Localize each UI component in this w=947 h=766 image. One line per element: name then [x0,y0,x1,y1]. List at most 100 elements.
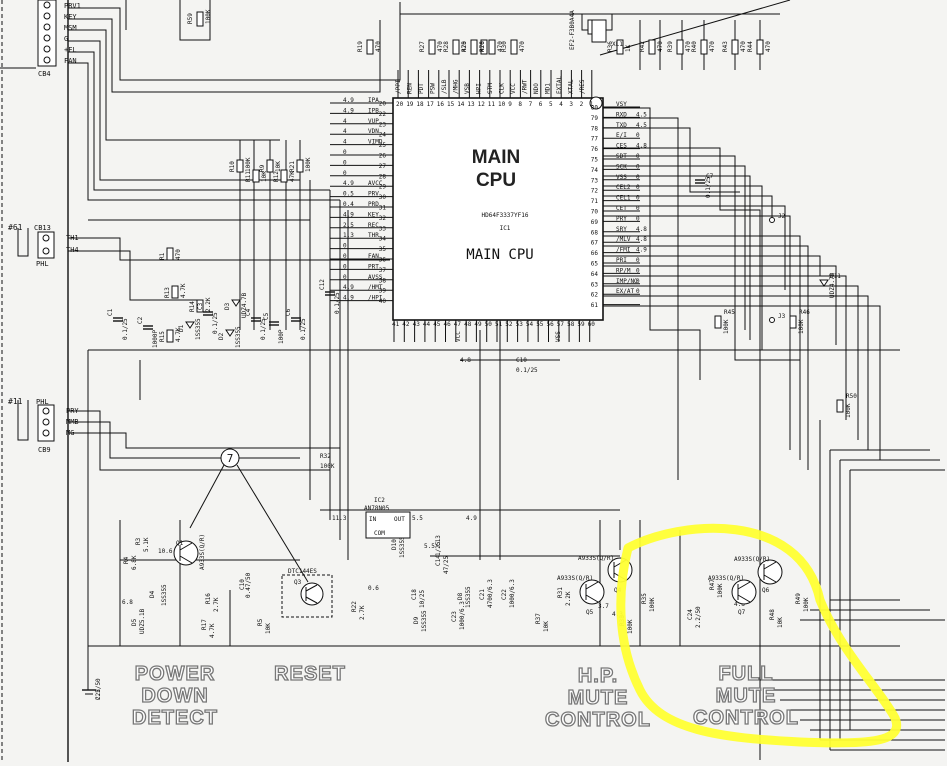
ic-left-pin-number: 27 [379,163,387,170]
capacitor-value: 0.1/25 [300,318,307,340]
q3-ref: Q3 [294,579,302,586]
cb13-ref: CB13 [34,224,51,232]
ic-left-pin-voltage: 4.9 [343,295,354,302]
diode-ref: D1 [178,324,185,332]
ic-top-pin-name: /RES [579,79,586,94]
component-label: C18 [411,589,418,600]
cb9-side: PHL [36,398,49,406]
ic-right-pin-number: 62 [591,292,599,299]
component-label: 4.7K [209,623,216,638]
diode-symbol [225,329,235,337]
ic-bottom-pin-number: 51 [495,321,503,328]
part-ref: R50 [846,393,857,400]
ic-left-pin-number: 33 [379,225,387,232]
capacitor-ref: C5 [263,312,270,320]
ic-right-pin-name: E/I [616,132,627,139]
node-voltage: 4.8 [734,601,745,608]
ic-right-pin-name: CEL1 [616,195,631,202]
part-ref: C7 [706,173,714,180]
resistor-ref: R40 [691,41,698,52]
part-ref: R45 [724,309,735,316]
component-label: R47 [709,579,716,590]
diode-ref: D2 [218,332,225,340]
ic-right-pin-number: 77 [591,136,599,143]
node-voltage: 0.6 [368,585,379,592]
transistor-q1: Q1 A933S(Q/R) [173,534,206,570]
ic-right-pin-number: 68 [591,229,599,236]
ic-top-pin-number: 9 [508,101,512,108]
ic-left-pin-voltage: 4 [343,128,347,135]
component-label: R31 [557,587,564,598]
resistor-ref: R11 [245,171,252,182]
ic-left-pin-voltage: 4.9 [343,97,354,104]
main-cpu-ic [392,97,604,321]
part-value: 100K [723,319,730,334]
ic-left-pin-voltage: 2.5 [343,222,354,229]
component-label: 1SS355 [421,610,428,632]
ic-left-pin-number: 32 [379,215,387,222]
ic-right-pin-number: 70 [591,209,599,216]
component-label: 1000/6.3 [459,601,466,630]
ic-left-pin-number: 22 [379,111,387,118]
diode-symbol [231,299,241,307]
ic-right-pin-name: EX/AT [616,288,634,295]
ic-top-pin-number: 19 [406,101,414,108]
ic-bottom-pin-number: 41 [392,321,400,328]
ic-top-pin-number: 8 [518,101,522,108]
component-label: R5 [257,618,264,626]
ic-left-pin-voltage: 0.5 [343,191,354,198]
ic-right-pin-name: SCK [616,163,627,170]
cb4-pin-4: G [64,35,68,43]
resistor-body [252,169,260,183]
ic2-pin-in: IN [369,516,377,523]
ic-left-pin-voltage: 0.4 [343,201,354,208]
ic-top-pin-name: CLK [499,83,506,94]
ic-bottom-pin-number: 47 [454,321,462,328]
ic-top-pin-number: 18 [416,101,424,108]
ic-right-pin-number: 80 [591,105,599,112]
ic-bottom-pin-number: 55 [536,321,544,328]
transistor-q3: DTC144ES Q3 [281,568,333,618]
q7-ref: Q7 [738,609,746,616]
ic-left-pin-voltage: 4.9 [343,211,354,218]
section-power-down: POWER DOWN DETECT [131,662,217,729]
ic2-pin-com: COM [374,530,385,537]
component-label: 100K [649,597,656,612]
component-label: 2.2K [565,591,572,606]
component-label: 1/25 [435,541,442,556]
ic-left-pin-number: 24 [379,132,387,139]
ic-top-pin-name: /RWT [522,79,529,94]
ic-left-pin-voltage: 1.3 [343,232,354,239]
resistor-ref: R43 [722,41,729,52]
part-voltage: 4.8 [460,357,471,364]
ic-left-pin-name: THR [368,232,379,239]
cb9-number: #11 [8,397,23,406]
resistor-ref: R19 [357,41,364,52]
ic-right-pin-name: /MLV [616,236,631,243]
resistor-ref: R15 [159,331,166,342]
node-voltage: 5.5 [412,515,423,522]
diode-value: 1SS355 [195,318,202,340]
cb4-ref: CB4 [38,70,51,78]
resistor-body [266,159,274,173]
cb13-number: #61 [8,223,23,232]
ic-left-pin-name: PRT [368,263,379,270]
ic-top-pin-name: REN [407,83,414,94]
ic-right-pin-voltage: 4.8 [636,143,647,150]
ic-left-pin-name: AVCC [368,180,383,187]
ic-top-pin-number: 20 [396,101,404,108]
ic-right-pin-name: IMP/NO [616,278,638,285]
ic-right-pin-voltage: 4.5 [636,122,647,129]
component-label: R22 [351,601,358,612]
component-label: C21 [479,589,486,600]
capacitor-ref: C6 [285,308,292,316]
resistor-value: 4.7K [175,327,182,342]
ic-left-pin-number: 37 [379,267,387,274]
node-voltage: 10.6 [158,548,173,555]
component-label: 1SS355 [161,584,168,606]
ic-left-pin-name: VUP [368,118,379,125]
resistor-body [836,399,844,413]
